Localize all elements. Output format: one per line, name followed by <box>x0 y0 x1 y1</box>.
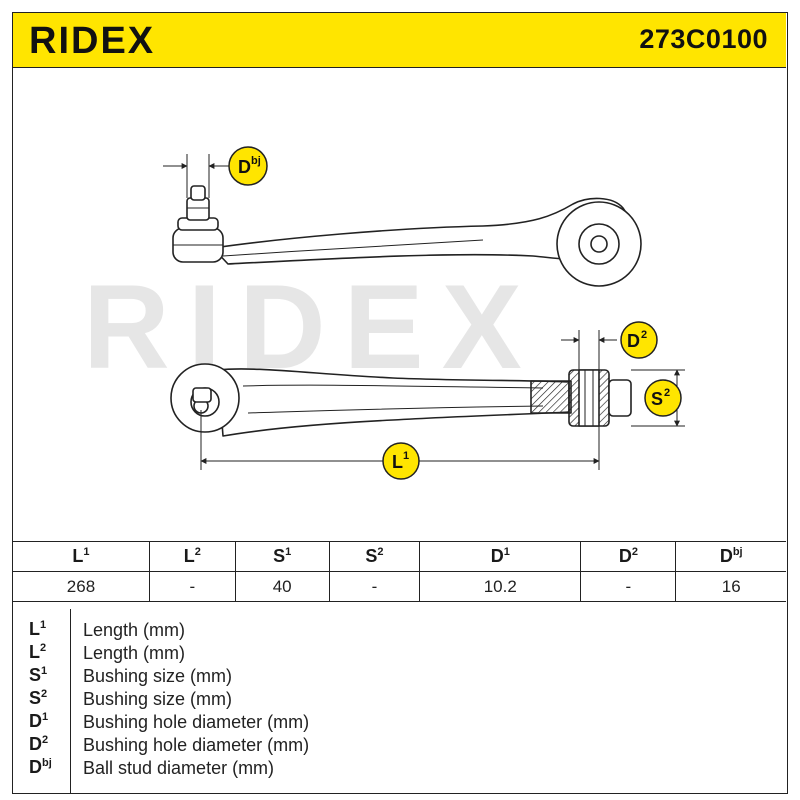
legend-symbol: S2 <box>29 688 48 708</box>
svg-text:D: D <box>627 331 640 351</box>
svg-text:S: S <box>651 389 663 409</box>
legend-row: L2 Length (mm) <box>13 642 786 665</box>
legend-symbol: D2 <box>29 734 49 754</box>
legend-row: Dbj Ball stud diameter (mm) <box>13 757 786 780</box>
legend-symbol: D1 <box>29 711 49 731</box>
technical-drawing: RIDEX <box>13 68 786 538</box>
part-number: 273C0100 <box>639 24 768 54</box>
legend-text: Bushing hole diameter (mm) <box>83 712 310 732</box>
legend-symbol: L2 <box>29 642 47 662</box>
specs-table: L1 L2 S1 S2 D1 D2 Dbj 268 - 40 - 10.2 - … <box>13 541 786 602</box>
legend-text: Length (mm) <box>83 643 186 663</box>
legend-row: S2 Bushing size (mm) <box>13 688 786 711</box>
badge-s2: S 2 <box>644 379 682 417</box>
specs-value-d1: 10.2 <box>419 571 582 602</box>
svg-text:bj: bj <box>251 155 261 167</box>
legend-symbol: L1 <box>29 619 47 639</box>
specs-header-row: L1 L2 S1 S2 D1 D2 Dbj <box>13 541 786 572</box>
ridex-logo-text: RIDEX <box>29 20 155 59</box>
badge-dbj: D bj <box>228 146 268 186</box>
specs-header-d1: D1 <box>419 541 582 572</box>
badge-l1: L 1 <box>382 442 420 480</box>
svg-text:2: 2 <box>664 387 670 399</box>
specs-value-row: 268 - 40 - 10.2 - 16 <box>13 571 786 602</box>
specs-value-l1: 268 <box>13 571 150 602</box>
svg-text:D: D <box>238 157 251 177</box>
specs-header-l2: L2 <box>148 541 236 572</box>
legend-symbol: Dbj <box>29 757 52 777</box>
svg-text:L: L <box>392 452 403 472</box>
legend-text: Bushing size (mm) <box>83 689 233 709</box>
badge-d2: D 2 <box>620 321 658 359</box>
specs-header-d2: D2 <box>580 541 677 572</box>
arm-plan-view <box>170 363 632 437</box>
specs-value-s1: 40 <box>234 571 330 602</box>
ridex-logo: RIDEX <box>29 20 155 59</box>
specs-header-dbj: Dbj <box>675 541 786 572</box>
legend-row: L1 Length (mm) <box>13 619 786 642</box>
legend-text: Bushing hole diameter (mm) <box>83 735 310 755</box>
legend-symbol: S1 <box>29 665 48 685</box>
legend-row: D1 Bushing hole diameter (mm) <box>13 711 786 734</box>
specs-value-d2: - <box>580 571 677 602</box>
legend-text: Length (mm) <box>83 620 186 640</box>
dim-d2 <box>561 330 617 370</box>
specs-header-s2: S2 <box>328 541 421 572</box>
specs-value-l2: - <box>148 571 236 602</box>
product-sheet: RIDEX 273C0100 RIDEX <box>12 12 788 794</box>
legend-text: Bushing size (mm) <box>83 666 233 686</box>
legend-row: S1 Bushing size (mm) <box>13 665 786 688</box>
dim-l1 <box>200 410 600 470</box>
legend-row: D2 Bushing hole diameter (mm) <box>13 734 786 757</box>
specs-value-s2: - <box>328 571 421 602</box>
control-arm-diagram: RIDEX <box>83 146 685 480</box>
legend: L1 Length (mm) L2 Length (mm) S1 Bushing… <box>13 609 786 793</box>
specs-header-l1: L1 <box>13 541 150 572</box>
legend-divider <box>70 609 72 793</box>
svg-text:1: 1 <box>403 450 409 462</box>
svg-text:2: 2 <box>641 329 647 341</box>
specs-value-dbj: 16 <box>675 571 786 602</box>
legend-text: Ball stud diameter (mm) <box>83 758 275 778</box>
header-bar: RIDEX 273C0100 <box>13 13 786 68</box>
specs-header-s1: S1 <box>234 541 330 572</box>
arm-side-view <box>172 185 642 287</box>
